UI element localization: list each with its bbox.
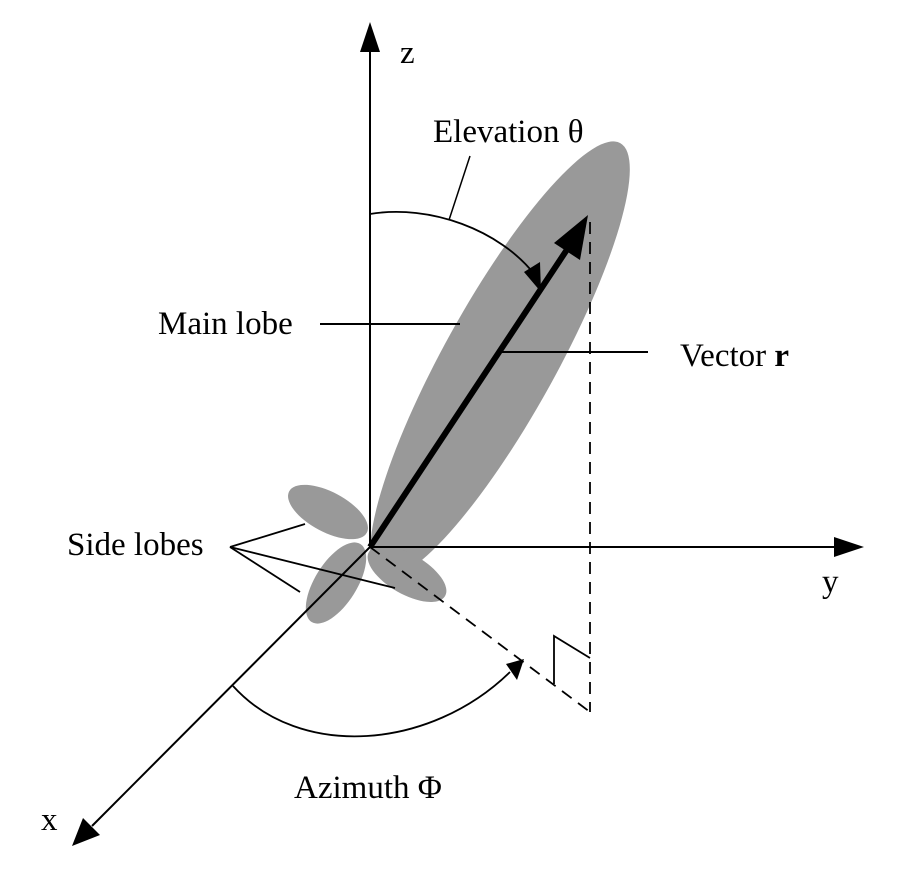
vector-r — [367, 215, 588, 549]
side-lobes-leaders — [229, 523, 396, 593]
azimuth-label: Azimuth Φ — [294, 770, 442, 806]
azimuth-arrowhead — [506, 659, 524, 680]
x-axis-arrowhead — [72, 818, 100, 846]
z-axis-label: z — [400, 35, 415, 71]
vector-r-label-prefix: Vector — [680, 338, 774, 374]
elevation-arrowhead — [524, 262, 541, 292]
main-lobe-label: Main lobe — [158, 306, 293, 342]
azimuth-projection-line — [369, 546, 591, 713]
azimuth-arc — [232, 671, 511, 738]
vector-r-label: Vector r — [680, 338, 789, 374]
lobes — [288, 141, 630, 624]
axes — [72, 22, 864, 846]
side-lobes-label: Side lobes — [67, 527, 204, 563]
z-axis-arrowhead — [360, 22, 380, 52]
x-axis — [91, 546, 371, 827]
elevation-label: Elevation θ — [433, 114, 584, 150]
vector-r-shaft — [367, 240, 575, 549]
right-angle-marker — [553, 634, 591, 684]
elevation-arc — [369, 210, 536, 276]
vector-r-label-symbol: r — [774, 338, 789, 374]
elevation-leader — [448, 155, 471, 221]
side-lobe-lower-left — [305, 542, 367, 624]
projection-lines — [369, 222, 591, 713]
y-axis-label: y — [822, 564, 839, 600]
y-axis-arrowhead — [834, 537, 864, 557]
x-axis-label: x — [41, 802, 58, 838]
side-lobe-upper-left — [288, 484, 368, 540]
vector-r-arrowhead — [554, 215, 588, 260]
